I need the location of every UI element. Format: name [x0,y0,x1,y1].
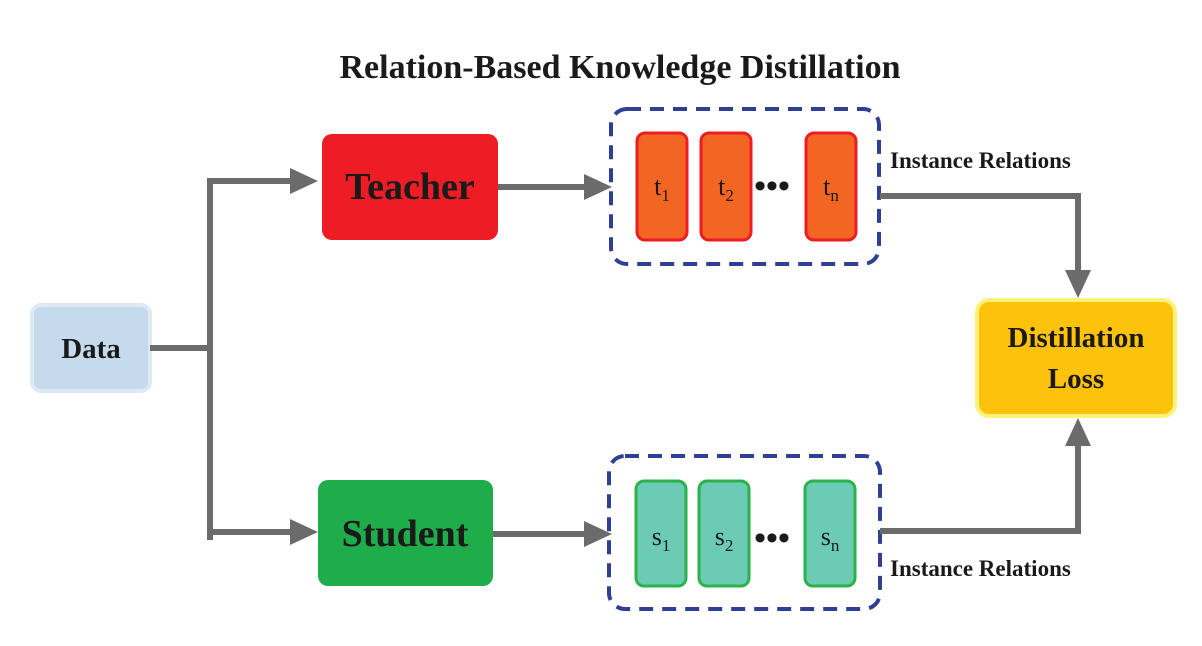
student-relations-to-loss-line [880,444,1081,534]
teacher-cell-2-box [699,131,753,242]
teacher-relations-group: t1 t2 tn ••• [609,107,881,266]
teacher-ellipsis: ••• [754,168,790,205]
student-cell-2-box [697,479,751,588]
student-input-arrowhead [290,519,318,545]
teacher-relations-to-loss-line [880,193,1081,272]
student-to-relations-arrowhead [584,521,612,547]
student-cell-n-box [803,479,857,588]
student-cell-1-label: s1 [652,522,671,555]
student-ellipsis: ••• [754,520,790,557]
student-node: Student [318,480,493,586]
teacher-cell-n-label: tn [823,172,839,205]
student-label: Student [342,513,469,555]
teacher-cell-1-label: t1 [654,172,670,205]
teacher-instance-relations-label: Instance Relations [890,148,1071,173]
teacher-cell-1-box [635,131,689,242]
teacher-input-arrowhead [290,168,318,194]
student-box [318,480,493,586]
teacher-to-loss-arrowhead [1065,270,1091,298]
data-connectors [150,168,318,545]
distillation-loss-label-line2: Loss [1048,363,1104,395]
teacher-cell-n-box [804,131,858,242]
teacher-box [322,134,498,240]
diagram-title: Relation-Based Knowledge Distillation [339,49,900,86]
data-node: Data [30,303,152,393]
student-to-loss-arrowhead [1065,418,1091,446]
distillation-loss-label-line1: Distillation [1008,322,1145,354]
teacher-node: Teacher [322,134,498,240]
student-cell-n-label: sn [821,522,840,555]
teacher-label: Teacher [345,166,475,208]
student-relations-group: s1 s2 sn ••• [607,454,882,611]
distillation-loss-node: Distillation Loss [975,298,1177,418]
teacher-to-relations-arrowhead [584,174,612,200]
distillation-loss-box [975,298,1177,418]
teacher-dashed-border [609,107,881,266]
teacher-cell-2-label: t2 [718,172,734,205]
student-cells: s1 s2 sn [634,479,857,588]
student-instance-relations-label: Instance Relations [890,556,1071,581]
teacher-cells: t1 t2 tn [635,131,858,242]
student-cell-1-box [634,479,688,588]
data-label: Data [61,333,121,365]
student-cell-2-label: s2 [715,522,734,555]
